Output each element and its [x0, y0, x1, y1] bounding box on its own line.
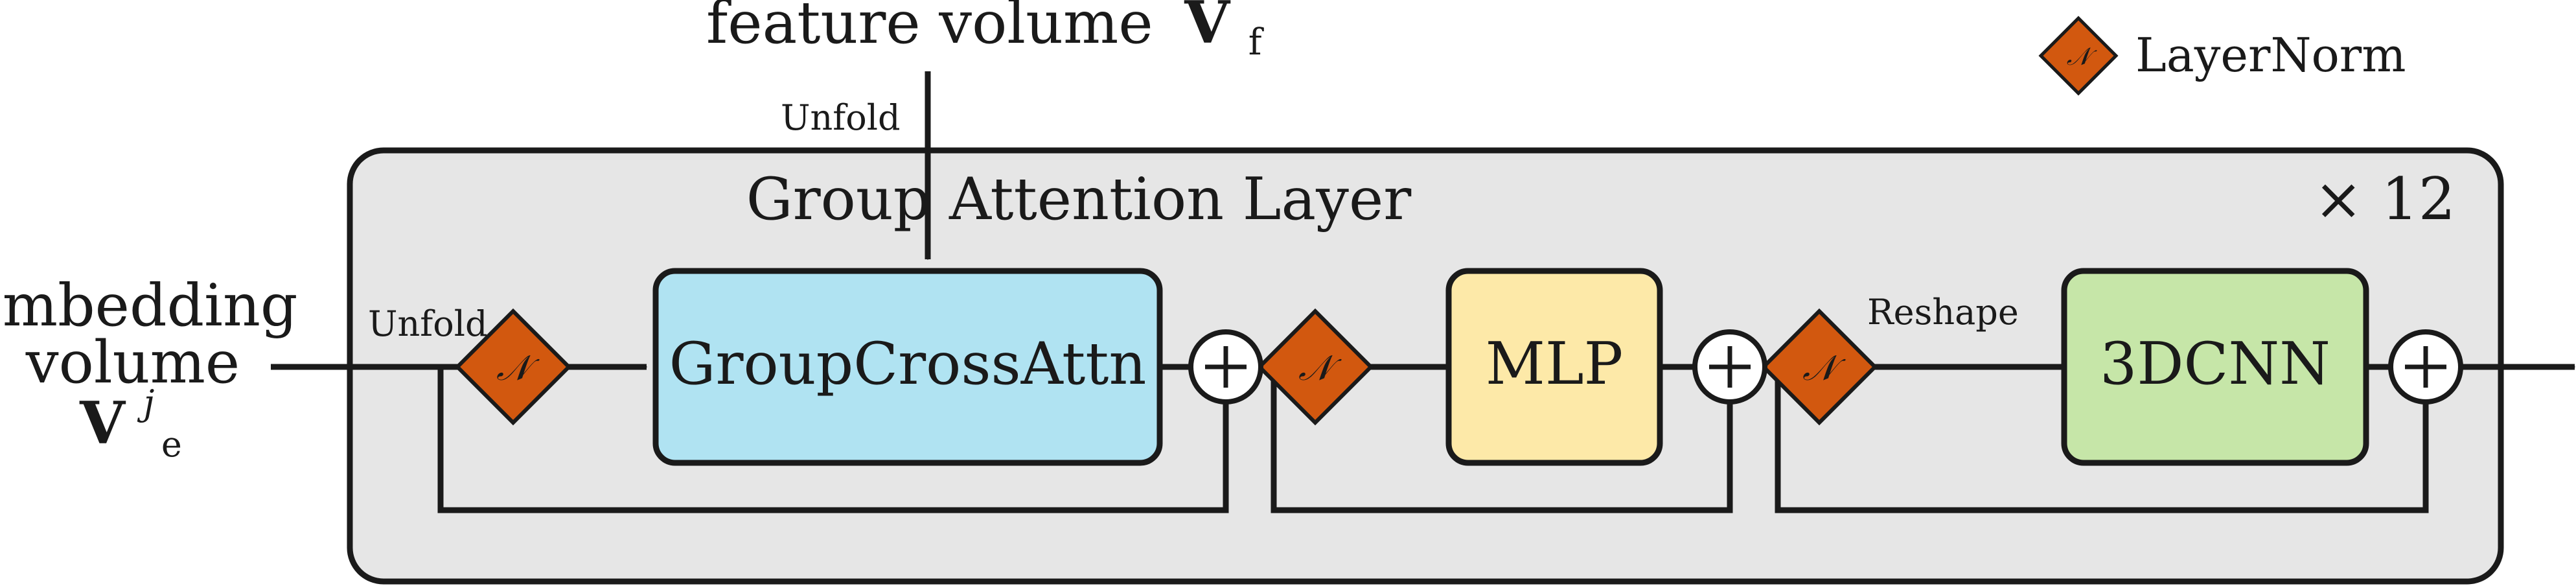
add-node-2 [1692, 329, 1767, 404]
legend-layernorm-label: LayerNorm [2135, 28, 2406, 82]
unfold-top-label: Unfold [781, 97, 901, 138]
residual-connection-2 [1271, 367, 1733, 513]
group-cross-attn-block [652, 268, 1163, 466]
reshape-label: Reshape [1867, 292, 2019, 333]
embedding-volume-line2: volume [25, 329, 240, 397]
add-node-1 [1188, 329, 1263, 404]
residual-connection-1 [437, 367, 1229, 513]
mlp-block [1445, 268, 1663, 466]
3dcnn-block [2061, 268, 2369, 466]
repeat-count: × 12 [2314, 165, 2455, 233]
embedding-volume-symbol: V j e [79, 361, 182, 465]
layernorm-node-2: 𝒩 [1256, 308, 1374, 426]
unfold-left-label: Unfold [368, 303, 488, 344]
add-node-3 [2388, 329, 2463, 404]
mlp-label: MLP [1486, 330, 1623, 398]
layernorm-node-1: 𝒩 [454, 308, 572, 426]
embedding-volume-line1: embedding [0, 272, 298, 340]
feature-volume-label: feature volume V f [706, 0, 1265, 64]
group-cross-attn-label: GroupCrossAttn [669, 330, 1147, 398]
legend-layernorm-swatch [2038, 16, 2119, 96]
layernorm-node-3: 𝒩 [1760, 308, 1878, 426]
legend: 𝒩 LayerNorm [2038, 16, 2406, 96]
3dcnn-label: 3DCNN [2100, 330, 2330, 398]
residual-connection-3 [1775, 367, 2429, 513]
layer-title: Group Attention Layer [746, 165, 1412, 233]
